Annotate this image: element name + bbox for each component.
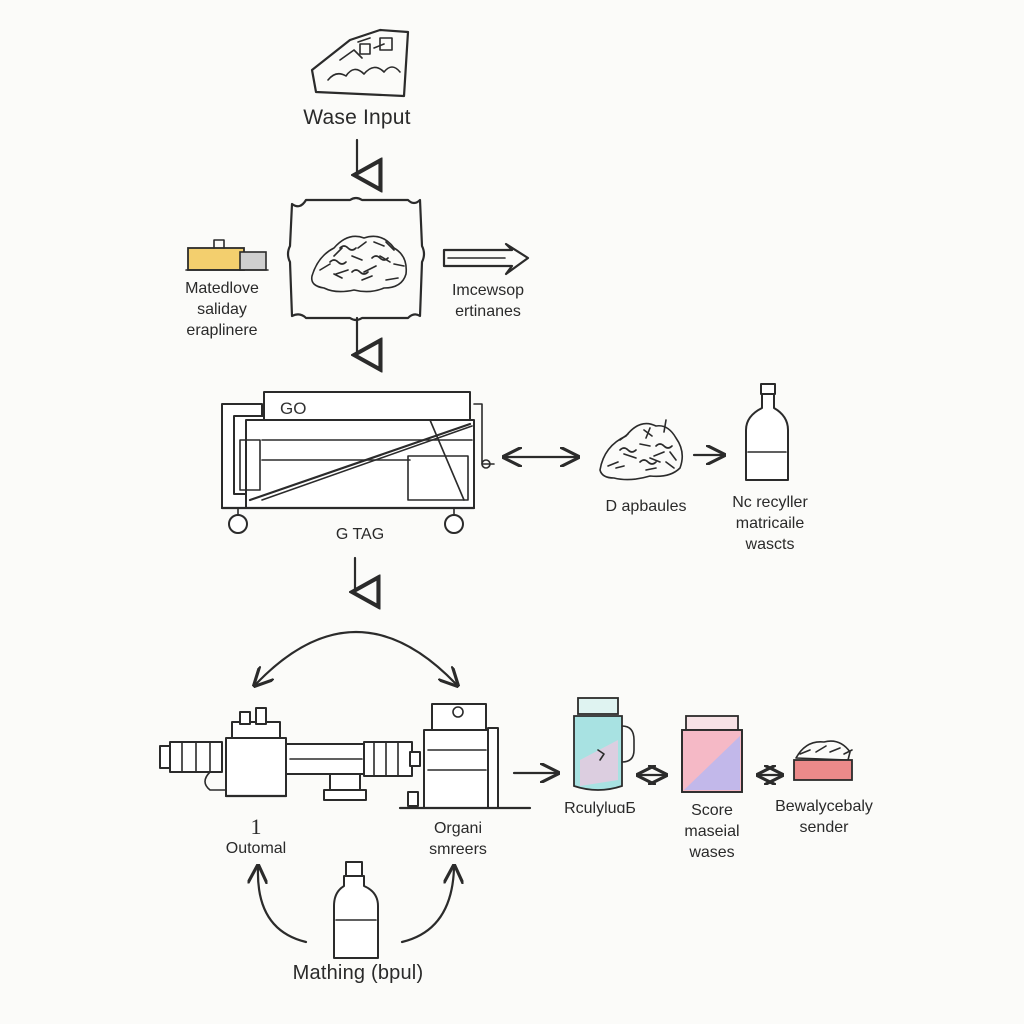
right-machine-label: Organi smreers <box>429 820 487 859</box>
loop-arc-bottom-left <box>258 868 308 944</box>
right-arrow-box-icon <box>442 242 530 276</box>
teal-jar-icon <box>573 697 635 791</box>
extruder-machine-icon <box>159 707 421 801</box>
glass-bottle-icon <box>745 383 789 481</box>
bottom-bottle-label: Mathing (bpul) <box>292 962 424 984</box>
loop-arc-bottom-right <box>400 868 454 944</box>
plastic-bottle-icon <box>333 861 379 959</box>
waste-input-label: Wase Input <box>303 106 411 129</box>
loop-arc-top <box>256 631 456 684</box>
bottle-label: Nc recyller matricaile wascts <box>732 494 808 554</box>
shredded-material-icon <box>599 419 684 481</box>
yellow-block-icon <box>185 239 269 271</box>
storage-cabinet-icon <box>398 703 532 810</box>
machine-panel-text: GO <box>280 399 306 418</box>
jar-label: RculyluɑБ <box>564 800 636 817</box>
shredded-waste-pile-icon <box>286 196 426 322</box>
tray-label: Bewalycebaly sender <box>775 798 873 837</box>
pastel-container-icon <box>681 715 743 793</box>
machine-label: G TAG <box>335 526 385 543</box>
red-tray-icon <box>793 740 853 781</box>
box-label: Score maseial wases <box>684 802 740 862</box>
right-note-label: Imcewsop ertinanes <box>451 282 525 321</box>
shreds-label: D apbaules <box>605 498 687 515</box>
left-machine-number: 1 <box>250 814 262 839</box>
shredder-machine-icon <box>220 391 495 534</box>
waste-chunk-icon <box>310 28 410 98</box>
left-machine-label: Outomal <box>225 840 287 857</box>
left-note-label: Matedlove saliday eraplinere <box>185 280 259 340</box>
